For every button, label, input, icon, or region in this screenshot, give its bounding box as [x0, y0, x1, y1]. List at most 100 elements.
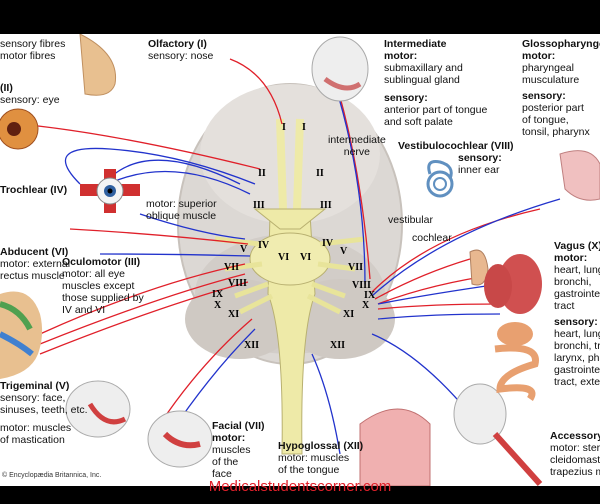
label-line: sensory:: [384, 92, 428, 104]
label-line: submaxillary and: [384, 62, 463, 74]
label-line: sublingual gland: [384, 74, 460, 86]
label-line: IV and VI: [62, 304, 106, 316]
label-vagus: Vagus (X) motor: heart, lungs, bronchi, …: [554, 240, 600, 388]
label-line: heart, lungs,: [554, 328, 600, 340]
numeral-X-right: X: [362, 300, 370, 311]
label-line: sensory:: [458, 152, 502, 164]
optic-chiasm: [253, 208, 327, 230]
label-line: bronchi, trachea,: [554, 340, 600, 352]
label-intermediate: Intermediate motor: submaxillary and sub…: [384, 38, 487, 128]
skull-intermediate: [311, 36, 369, 102]
face-trigeminal: [0, 291, 43, 379]
skull-facial: [147, 410, 213, 468]
numeral-IV-left: IV: [258, 240, 270, 251]
label-facial: Facial (VII) motor: muscles of the face: [212, 420, 265, 480]
label-line: heart, lungs,: [554, 264, 600, 276]
label-line: nerve: [343, 146, 371, 158]
label-line: motor: external: [0, 258, 71, 270]
label-title: Vestibulocochlear (VIII): [398, 140, 514, 152]
nose-olfactory: [79, 34, 117, 96]
label-intermediate-nerve: intermediate nerve: [328, 134, 386, 158]
numeral-V-right: V: [340, 246, 348, 257]
label-hypoglossal: Hypoglossal (XII) motor: muscles of the …: [278, 440, 363, 476]
label-line: of tongue,: [522, 114, 569, 126]
label-line: those supplied by: [62, 292, 144, 304]
label-title: Intermediate: [384, 38, 447, 50]
pons: [249, 232, 331, 286]
numeral-XII-left: XII: [244, 340, 260, 351]
label-line: sensory: face,: [0, 392, 66, 404]
label-line: larynx, pharynx,: [554, 352, 600, 364]
inner-ear-cochlea: [426, 170, 454, 198]
numeral-XI-right: XI: [343, 309, 355, 320]
label-line: tract, external ear: [554, 376, 600, 388]
skull-accessory: [453, 383, 507, 445]
tongue-hypoglossal: [359, 408, 431, 486]
label-glossopharyngeal: Glossopharyngeal motor: pharyngeal muscu…: [522, 38, 600, 138]
label-title: Trochlear (IV): [0, 184, 68, 196]
label-abducent: Abducent (VI) motor: external rectus mus…: [0, 246, 70, 282]
label-line: motor: muscles: [0, 422, 72, 434]
label-line: face: [212, 468, 232, 480]
stomach-vagus: [497, 322, 533, 346]
numeral-X-left: X: [214, 300, 222, 311]
illustration: [0, 34, 600, 486]
numeral-XII-right: XII: [330, 340, 346, 351]
olfactory-tract-left: [276, 118, 287, 210]
label-line: rectus muscle: [0, 270, 65, 282]
label-line: muscles except: [62, 280, 135, 292]
label-line: bronchi,: [554, 276, 592, 288]
label-olfactory: Olfactory (I) sensory: nose: [148, 38, 213, 62]
label-trigeminal: Trigeminal (V) sensory: face, sinuses, t…: [0, 380, 88, 446]
cranial-nerves-panel: I I II II III III IV IV V V VI VI VII VI…: [0, 34, 600, 486]
label-line: posterior part: [522, 102, 584, 114]
label-line: tonsil, pharynx: [522, 126, 590, 138]
intestine-vagus: [494, 344, 539, 401]
site-watermark[interactable]: Medicalstudentscorner.com: [208, 478, 392, 495]
label-trochlear-body: motor: superior oblique muscle: [146, 198, 217, 222]
label-line: motor: superior: [146, 198, 217, 210]
pharynx-glosso: [559, 150, 600, 201]
label-line: motor:: [212, 432, 246, 444]
label-line: intermediate: [328, 134, 386, 146]
label-line: motor:: [554, 252, 588, 264]
label-line: cleidomastoid and: [550, 454, 600, 466]
numeral-VII-right: VII: [348, 262, 364, 273]
numeral-I-right: I: [302, 122, 306, 133]
label-title: Facial (VII): [212, 420, 265, 432]
label-line: motor fibres: [0, 50, 56, 62]
numeral-V-left: V: [240, 244, 248, 255]
label-line: sensory:: [522, 90, 566, 102]
label-line: anterior part of tongue: [384, 104, 488, 116]
label-line: sensory: eye: [0, 94, 60, 106]
label-line: gastrointestinal: [554, 288, 600, 300]
numeral-III-left: III: [253, 200, 265, 211]
numeral-I-left: I: [282, 122, 286, 133]
label-vestibular: vestibular: [388, 214, 433, 226]
numeral-IV-right: IV: [322, 238, 334, 249]
label-title: Abducent (VI): [0, 246, 69, 258]
label-line: sinuses, teeth, etc.: [0, 404, 88, 416]
label-line: sensory: nose: [148, 50, 214, 62]
numeral-VI-right: VI: [300, 252, 312, 263]
label-optic: (II) sensory: eye: [0, 82, 60, 106]
numeral-VIII-right: VIII: [352, 280, 371, 291]
label-line: motor:: [384, 50, 418, 62]
numeral-VIII-left: VIII: [228, 278, 247, 289]
copyright-credit: © Encyclopædia Britannica, Inc.: [2, 472, 102, 479]
label-line: motor: sternocleido-: [550, 442, 600, 454]
label-line: pharyngeal: [522, 62, 574, 74]
external-ear: [469, 249, 489, 286]
numeral-IX-left: IX: [212, 289, 224, 300]
label-line: muscles: [212, 444, 251, 456]
numeral-II-left: II: [258, 168, 266, 179]
label-trochlear: Trochlear (IV): [0, 184, 67, 196]
label-title: Trigeminal (V): [0, 380, 70, 392]
label-line: trapezius muscles: [550, 466, 600, 478]
label-line: of mastication: [0, 434, 65, 446]
label-cochlear: cochlear: [412, 232, 452, 244]
numeral-XI-left: XI: [228, 309, 240, 320]
label-line: oblique muscle: [146, 210, 217, 222]
label-title: Hypoglossal (XII): [278, 440, 364, 452]
sensory-fibres: [19, 58, 541, 425]
